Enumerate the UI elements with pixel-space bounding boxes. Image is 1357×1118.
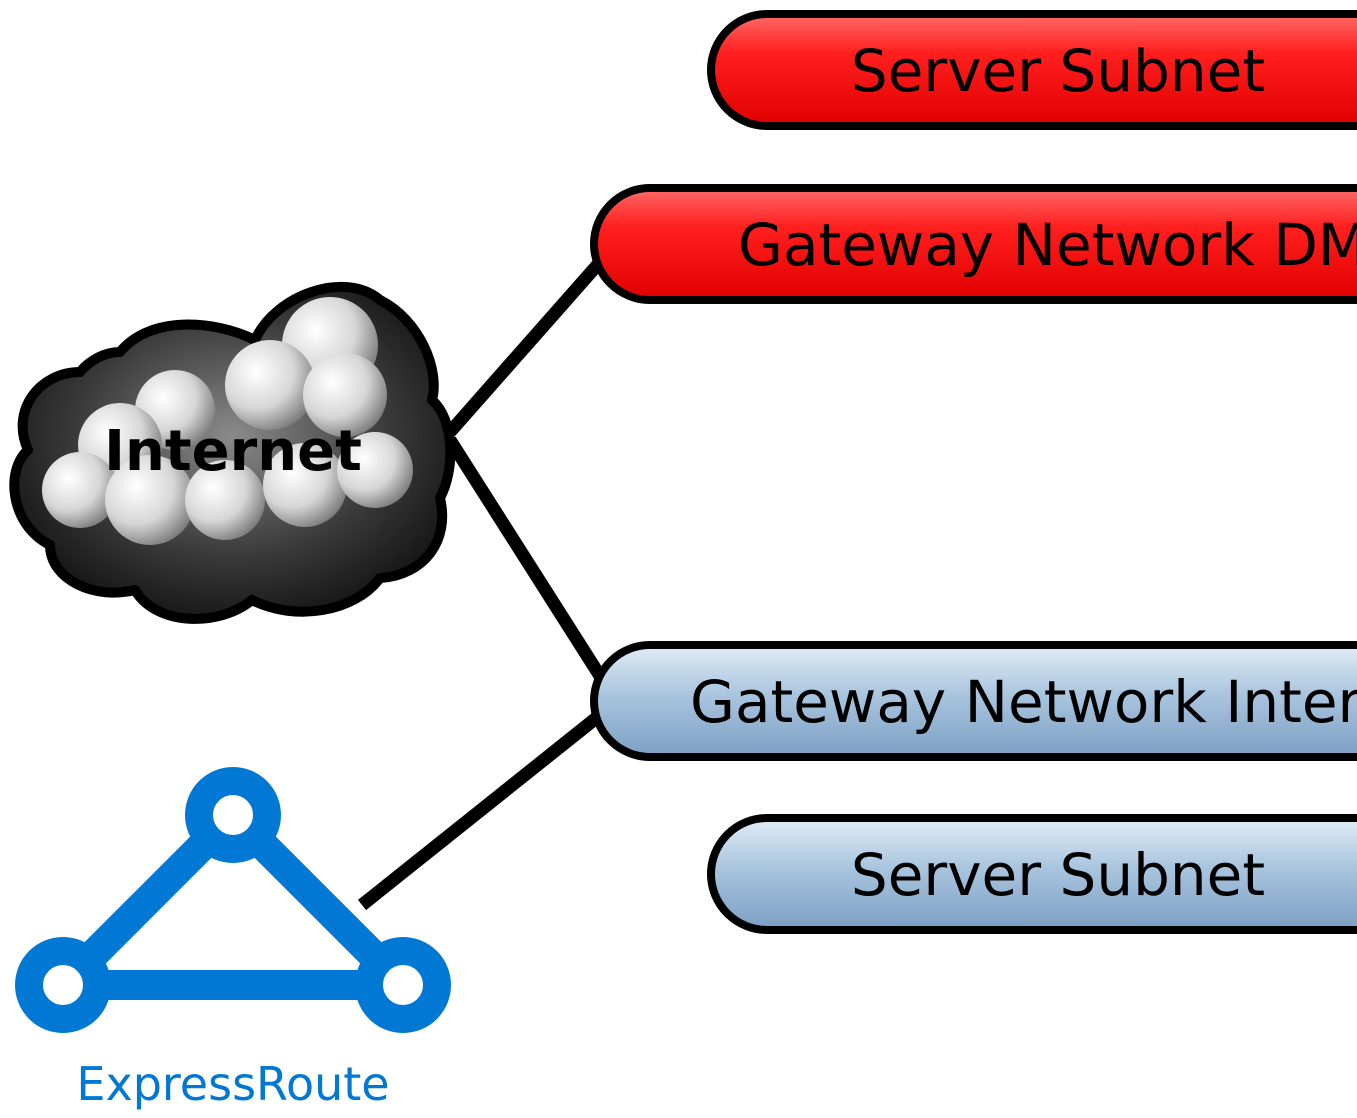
subnet-server-bottom: Server Subnet bbox=[707, 814, 1357, 934]
subnet-label: Server Subnet bbox=[851, 37, 1265, 105]
cloud-puff bbox=[42, 452, 118, 528]
subnet-label: Gateway Network DMZ bbox=[738, 211, 1357, 279]
expressroute-node-top bbox=[185, 767, 281, 863]
subnet-bar bbox=[707, 814, 1357, 934]
subnet-bar bbox=[707, 10, 1357, 130]
cloud-puff bbox=[185, 460, 265, 540]
internet-label: Internet bbox=[104, 419, 362, 484]
subnet-server-top: Server Subnet bbox=[707, 10, 1357, 130]
connector-internet-to-internal bbox=[444, 436, 606, 680]
subnet-gateway-internal: Gateway Network Internal bbox=[590, 641, 1357, 761]
cloud-puff bbox=[303, 353, 387, 437]
expressroute-label: ExpressRoute bbox=[76, 1057, 389, 1111]
cloud-puff bbox=[105, 455, 195, 545]
cloud-puff bbox=[263, 443, 347, 527]
expressroute-node-left bbox=[15, 937, 111, 1033]
subnet-label: Server Subnet bbox=[851, 841, 1265, 909]
connector-expressroute-to-internal bbox=[357, 709, 605, 911]
subnet-bar bbox=[590, 184, 1357, 304]
expressroute-icon: ExpressRoute bbox=[15, 767, 451, 1111]
subnet-label: Gateway Network Internal bbox=[690, 668, 1357, 736]
connector-internet-to-dmz bbox=[445, 257, 605, 437]
cloud-puff bbox=[225, 340, 315, 430]
subnet-bar bbox=[590, 641, 1357, 761]
expressroute-node-right bbox=[355, 937, 451, 1033]
connectors bbox=[357, 257, 606, 911]
subnet-gateway-dmz: Gateway Network DMZ bbox=[590, 184, 1357, 304]
internet-cloud-icon: Internet bbox=[9, 281, 456, 624]
cloud-puff bbox=[337, 432, 413, 508]
